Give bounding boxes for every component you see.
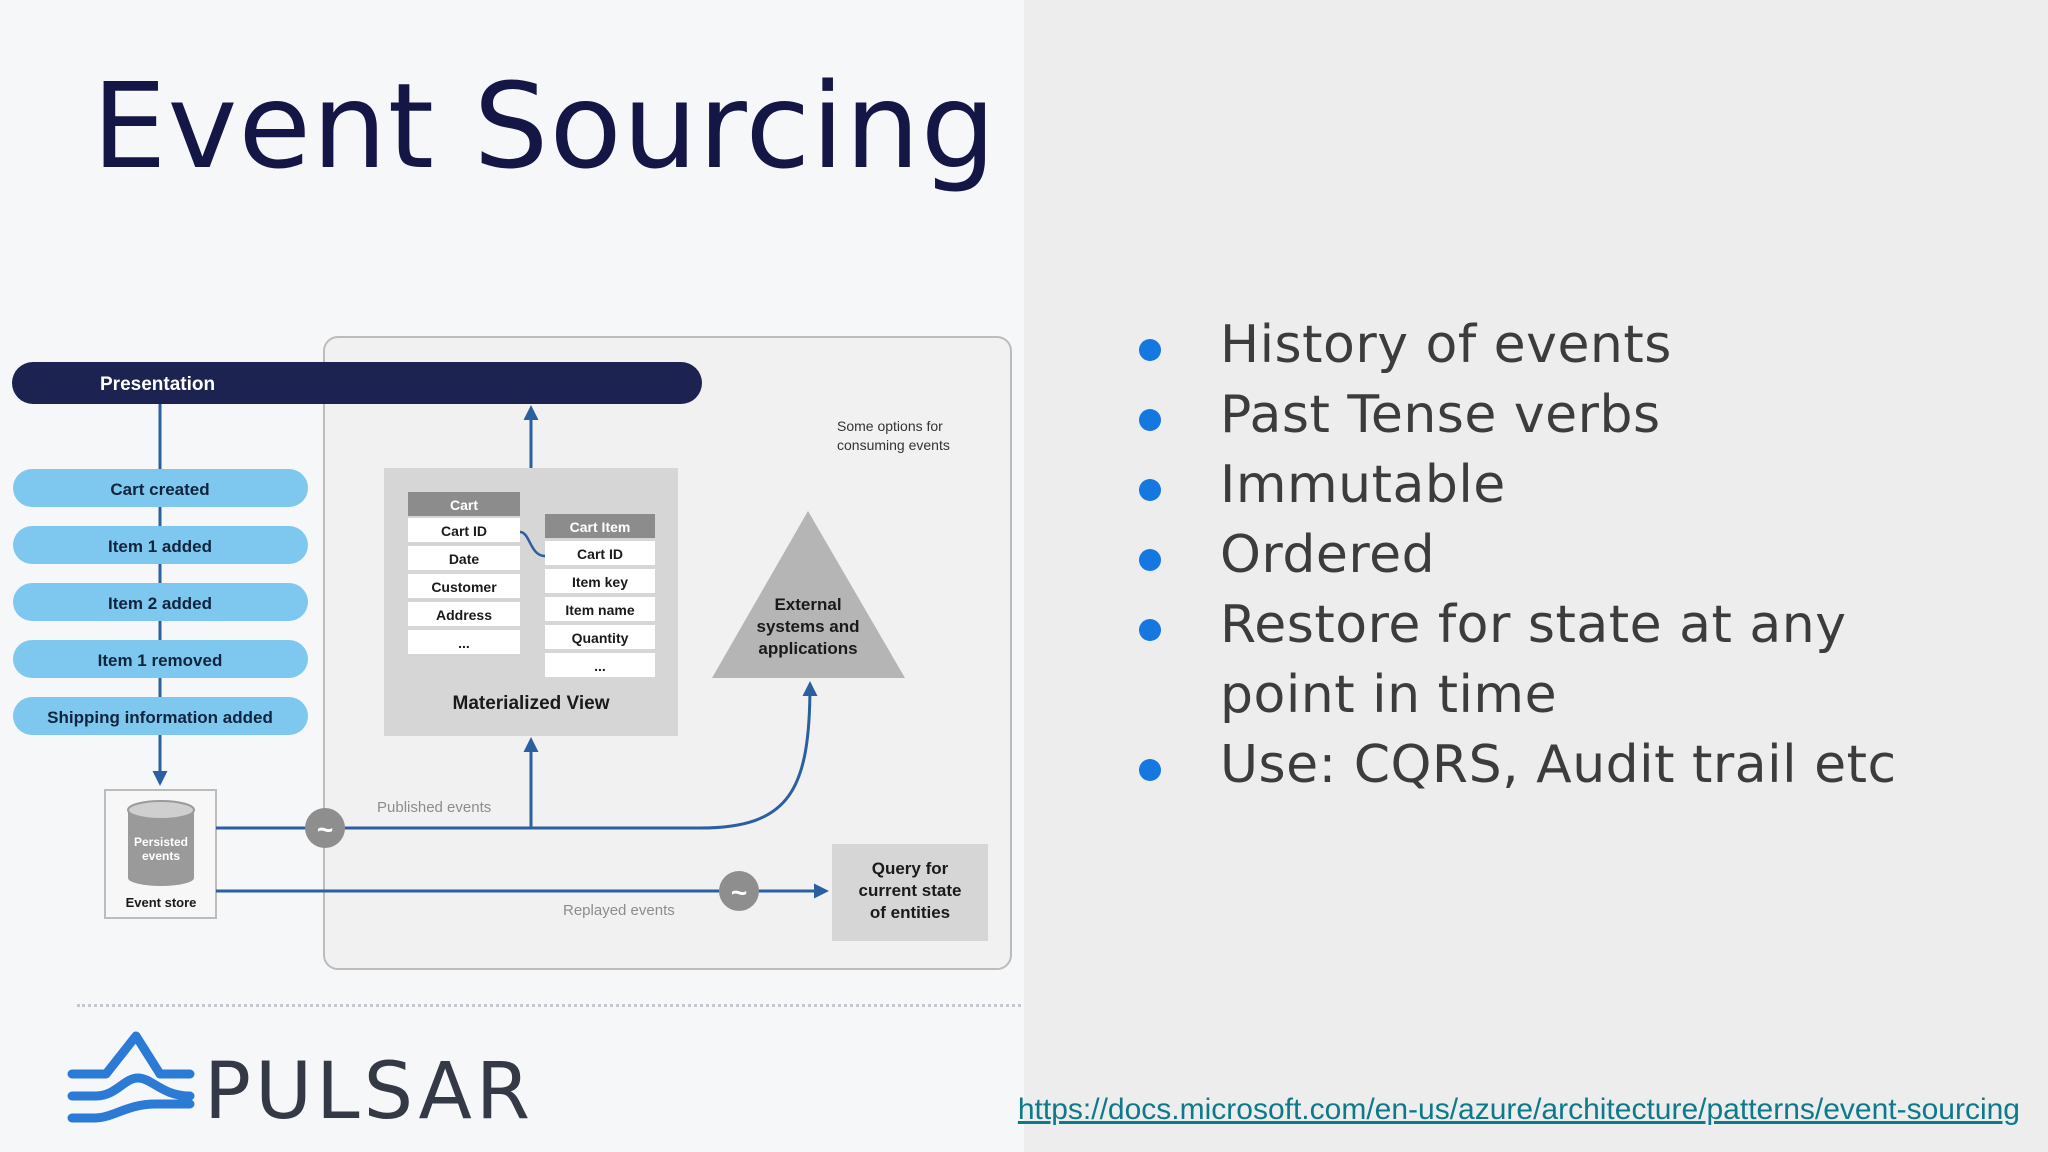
database-icon-bottom [128, 870, 194, 886]
bullet-dot-icon [1139, 549, 1161, 571]
bullet-text: Use: CQRS, Audit trail etc [1220, 735, 1897, 795]
bullet-item: Immutable [1135, 450, 1995, 520]
cart-item-table-header [545, 514, 655, 538]
bullet-text: Restore for state at any point in time [1220, 595, 1847, 725]
table-cell-label: Item key [572, 574, 628, 590]
table-cell-label: Address [436, 607, 492, 623]
table-cell [408, 518, 520, 542]
bullet-dot-icon [1139, 619, 1161, 641]
query-label: current state [859, 881, 962, 900]
reference-link[interactable]: https://docs.microsoft.com/en-us/azure/a… [1017, 1093, 2020, 1126]
bullet-text: History of events [1220, 315, 1672, 375]
bullet-item: Restore for state at any point in time [1135, 590, 1995, 730]
pulsar-wave-icon [67, 1031, 195, 1123]
table-cell-label: Cart ID [577, 546, 623, 562]
table-cell-label: Quantity [572, 630, 629, 646]
pulsar-logo: PULSAR [67, 1031, 534, 1136]
bullet-text: Immutable [1220, 455, 1506, 515]
materialized-view-label: Materialized View [453, 693, 610, 714]
table-cell [545, 541, 655, 565]
footer-divider [77, 1004, 1021, 1007]
external-systems-label: applications [758, 639, 857, 658]
bullet-dot-icon [1139, 479, 1161, 501]
table-cell [545, 653, 655, 677]
event-label: Item 1 removed [98, 651, 223, 670]
published-stream-tilde: ~ [317, 814, 333, 845]
query-label: of entities [870, 903, 950, 922]
published-stream-icon [305, 808, 345, 848]
pulsar-logo-text: PULSAR [204, 1047, 534, 1136]
table-cell [408, 602, 520, 626]
replayed-stream-icon [719, 871, 759, 911]
slide-title: Event Sourcing [92, 57, 997, 195]
table-cell-label: Date [449, 551, 480, 567]
table-cell [545, 597, 655, 621]
bullet-dot-icon [1139, 409, 1161, 431]
bullet-dot-icon [1139, 339, 1161, 361]
table-cell-label: Customer [431, 579, 497, 595]
bullet-dot-icon [1139, 759, 1161, 781]
query-box [832, 844, 988, 941]
table-cell-label: Item name [565, 602, 634, 618]
event-pill [13, 583, 308, 621]
published-to-external-arrow [699, 681, 818, 830]
table-cell-label: ... [594, 658, 606, 674]
table-cell [408, 574, 520, 598]
bullet-item: Past Tense verbs [1135, 380, 1995, 450]
presentation-label: Presentation [100, 374, 215, 395]
event-store-label: Event store [126, 895, 197, 910]
bullet-item: Use: CQRS, Audit trail etc [1135, 730, 1995, 800]
cart-table-header-label: Cart [450, 497, 478, 513]
event-pill [13, 469, 308, 507]
query-label: Query for [872, 859, 949, 878]
event-label: Item 2 added [108, 594, 212, 613]
event-pill [13, 526, 308, 564]
cart-item-table-header-label: Cart Item [570, 519, 631, 535]
options-note: Some options for [837, 418, 943, 434]
cart-table-header [408, 492, 520, 516]
right-panel [1024, 0, 2048, 1152]
options-note: consuming events [837, 437, 950, 453]
replayed-stream-tilde: ~ [731, 877, 747, 908]
event-pill [13, 640, 308, 678]
event-sourcing-diagram: Presentation Cart created Item 1 added I… [12, 336, 1012, 970]
bullet-list: History of events Past Tense verbs Immut… [1135, 310, 1995, 800]
event-label: Item 1 added [108, 537, 212, 556]
cylinder-label: Persisted [134, 835, 188, 849]
external-systems-label: systems and [757, 617, 860, 636]
table-cell [545, 625, 655, 649]
bullet-text: Past Tense verbs [1220, 385, 1661, 445]
external-systems-triangle [712, 511, 905, 678]
bullet-text: Ordered [1220, 525, 1436, 585]
table-cell-label: Cart ID [441, 523, 487, 539]
table-cell [408, 630, 520, 654]
bullet-item: Ordered [1135, 520, 1995, 590]
database-icon-top [127, 800, 195, 820]
table-cell [545, 569, 655, 593]
presentation-bar [12, 362, 702, 404]
replayed-events-label: Replayed events [563, 902, 675, 919]
event-label: Cart created [110, 480, 209, 499]
cylinder-label: events [142, 849, 180, 863]
event-label: Shipping information added [47, 708, 273, 727]
external-systems-label: External [774, 595, 841, 614]
table-cell-label: ... [458, 635, 470, 651]
event-pill [13, 697, 308, 735]
table-relation-connector [519, 530, 546, 558]
table-cell [408, 546, 520, 570]
bullet-item: History of events [1135, 310, 1995, 380]
published-events-label: Published events [377, 799, 491, 816]
